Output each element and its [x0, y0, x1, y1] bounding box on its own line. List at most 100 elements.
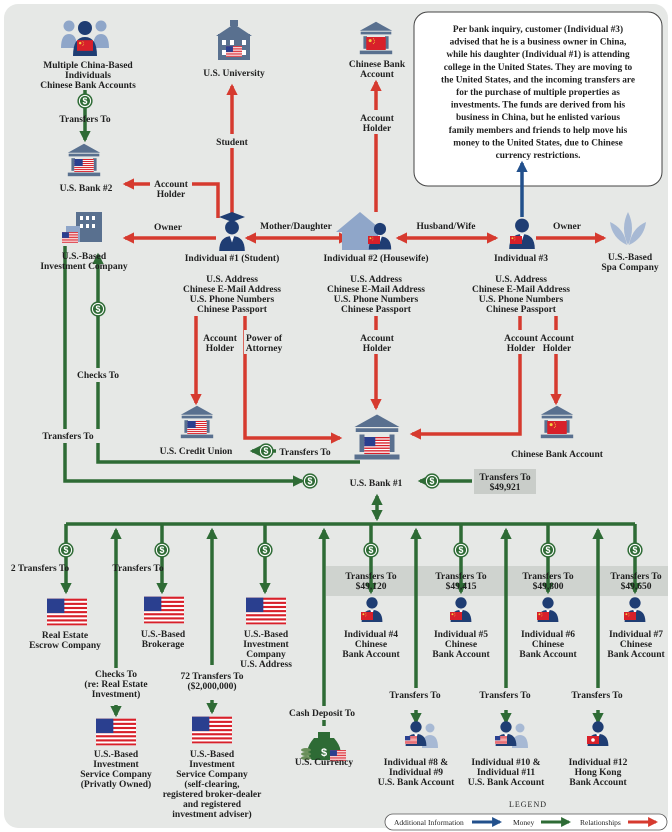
text-line: Cash Deposit To [289, 709, 355, 719]
dollar-badge-icon [540, 542, 556, 558]
edge-label-cash-deposit: Cash Deposit To [289, 709, 355, 719]
edge-label-transfer-49120: Transfers To$49,120 [345, 572, 397, 592]
person-icon [219, 212, 245, 251]
text-line: Investment) [92, 689, 141, 700]
text-line: Transfers To [345, 572, 397, 582]
edge-label-bg [474, 688, 536, 702]
dollar-badge-icon [424, 473, 440, 489]
us-flag-icon [47, 598, 87, 626]
text-line: Individual #3 [494, 254, 548, 264]
edge-label-transfer-49921: Transfers To$49,921 [479, 473, 531, 493]
people-group-icon [61, 20, 109, 56]
text-line: $49,120 [356, 581, 387, 592]
text-line: Chinese [355, 640, 387, 650]
us-flag-icon [192, 716, 232, 744]
lotus-icon [610, 212, 646, 245]
node-label-chinese-bank-account-right: Chinese Bank Account [511, 450, 604, 460]
dollar-badge-icon [257, 542, 273, 558]
text-line: U.S. Phone Numbers [190, 295, 275, 305]
text-line: Transfers To [279, 448, 331, 458]
edge-label-transfers-to-12: Transfers To [571, 691, 623, 701]
edge-label-bg [38, 429, 100, 443]
text-line: U.S.-Based [94, 750, 139, 760]
text-line: while his daughter (Individual #1) is at… [446, 49, 630, 60]
text-line: Individual #4 [344, 630, 398, 640]
text-line: Chinese [445, 640, 477, 650]
text-line: Hong Kong [575, 768, 622, 778]
text-line: Individual #2 (Housewife) [323, 253, 428, 264]
text-line: Holder [507, 344, 536, 354]
dollar-badge-icon [627, 542, 643, 558]
text-line: Bank Account [607, 650, 665, 660]
node-label-individual-2: Individual #2 (Housewife) [323, 253, 428, 264]
edge-label-72-transfers: 72 Transfers To($2,000,000) [181, 672, 244, 692]
dollar-badge-icon [77, 93, 93, 109]
text-line: Owner [154, 223, 183, 233]
node-label-us-bank-2: U.S. Bank #2 [60, 184, 113, 194]
edge-label-bg [537, 330, 577, 354]
text-line: Chinese Bank Accounts [40, 81, 136, 91]
edge-label-bg [280, 706, 366, 720]
text-line: Bank Account [342, 650, 400, 660]
edge-label-bg [176, 670, 250, 694]
svg-text:$: $ [321, 747, 327, 759]
text-line: Account [203, 334, 238, 344]
person-icon [495, 721, 528, 748]
text-line: Transfers To [571, 691, 623, 701]
text-line: Holder [363, 344, 392, 354]
text-line: money to the United States, due to Chine… [453, 138, 622, 148]
text-line: Bank Account [432, 650, 490, 660]
legend-title: LEGEND [509, 800, 547, 809]
edge-label-transfers-to: Transfers To [59, 115, 111, 125]
text-line: Chinese Passport [341, 305, 412, 315]
text-line: Transfers To [59, 115, 111, 125]
text-line: Account [360, 334, 395, 344]
node-label-us-university: U.S. University [203, 69, 265, 79]
text-line: U.S. Phone Numbers [479, 295, 564, 305]
person-icon [405, 721, 438, 748]
text-line: Spa Company [601, 263, 659, 273]
text-line: Service Company [176, 770, 248, 780]
text-line: Investment [189, 760, 235, 770]
edge-label-bg [150, 176, 192, 200]
edge-label-transfer-49650: Transfers To$49,650 [610, 572, 662, 592]
house-icon [336, 212, 392, 250]
text-line: Real Estate [42, 631, 88, 641]
dollar-badge-icon [453, 542, 469, 558]
text-line: Attorney [246, 344, 283, 354]
text-line: and registered [183, 800, 242, 810]
text-line: for the purchase of multiple properties … [456, 88, 620, 98]
text-line: advised that he is a business owner in C… [450, 38, 627, 48]
text-line: Owner [553, 222, 582, 232]
text-line: U.S.-Based [190, 750, 235, 760]
text-line: U.S.-Based [244, 630, 289, 640]
text-line: Brokerage [142, 640, 185, 650]
us-flag-icon [96, 718, 136, 746]
text-line: family members and friends to help move … [449, 126, 628, 136]
text-line: Holder [157, 190, 186, 200]
text-line: U.S. Currency [295, 758, 353, 768]
text-line: Transfers To [42, 432, 94, 442]
text-line: Husband/Wife [417, 222, 476, 232]
text-line: registered broker-dealer [163, 790, 262, 800]
text-line: Transfers To [389, 691, 441, 701]
edge-label-transfers-to-8-9: Transfers To [389, 691, 441, 701]
text-line: investments. The funds are derived from … [451, 101, 626, 111]
text-line: Escrow Company [29, 641, 101, 651]
edge-label-bg [357, 330, 397, 354]
text-line: Chinese E-Mail Address [327, 285, 425, 295]
text-line: Company [246, 650, 286, 660]
legend-additional-information-label: Additional Information [394, 818, 464, 827]
edge-label-student: Student [216, 138, 249, 148]
edge-label-owner-left: Owner [154, 223, 183, 233]
text-line: Individual #12 [569, 758, 628, 768]
